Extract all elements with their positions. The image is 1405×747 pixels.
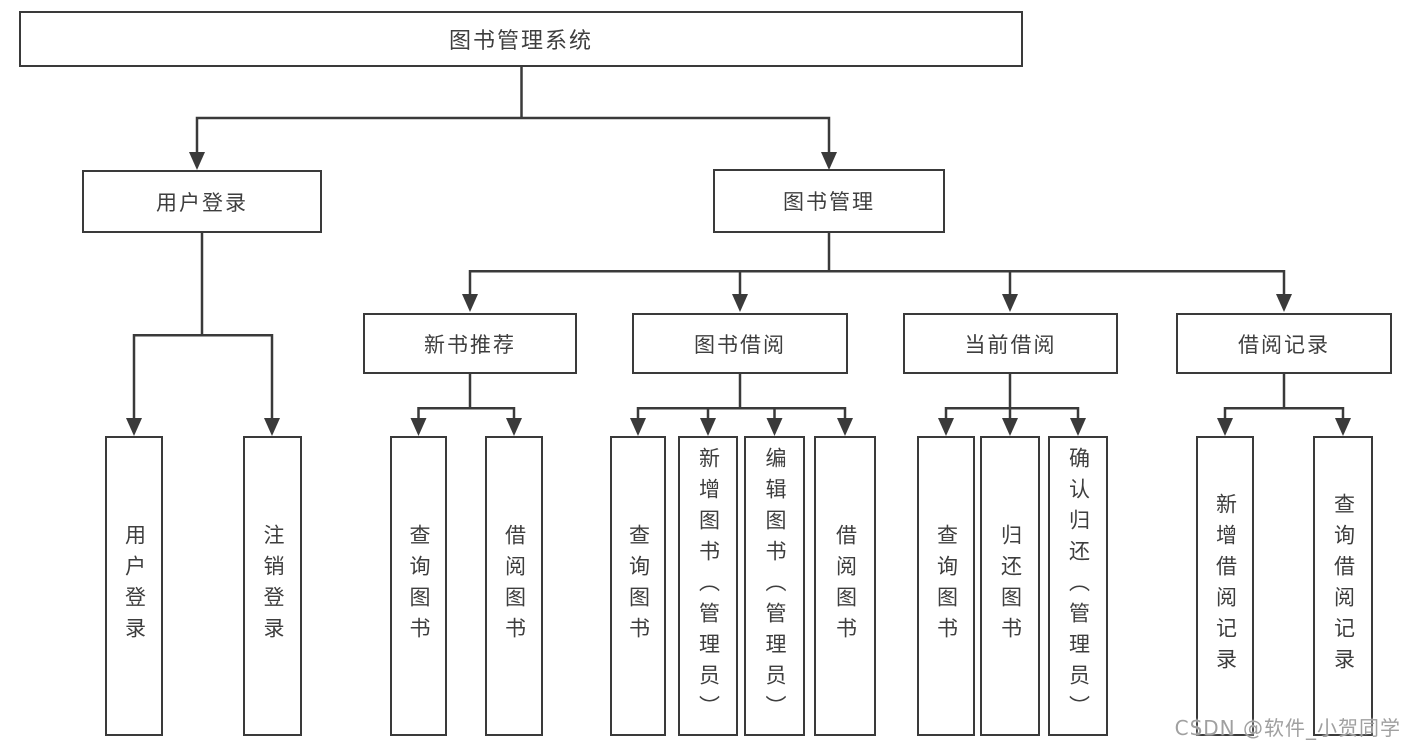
arrow-down-icon <box>821 152 837 170</box>
node-leaf-edit-books-admin: 编辑图书（管理员） <box>744 436 805 736</box>
arrow-down-icon <box>264 418 280 436</box>
node-new-book-recommendation: 新书推荐 <box>363 313 577 374</box>
arrow-down-icon <box>630 418 646 436</box>
node-book-management-module: 图书管理 <box>713 169 945 233</box>
arrow-down-icon <box>1002 294 1018 312</box>
node-leaf-query-books: 查询图书 <box>917 436 975 736</box>
node-label: 归还图书 <box>998 524 1023 648</box>
arrow-down-icon <box>506 418 522 436</box>
node-leaf-query-books: 查询图书 <box>610 436 666 736</box>
node-label: 新增图书（管理员） <box>696 446 721 726</box>
node-library-management-system: 图书管理系统 <box>19 11 1023 67</box>
connector-borrow-to-leaves <box>636 374 847 420</box>
arrow-down-icon <box>700 418 716 436</box>
arrow-down-icon <box>1276 294 1292 312</box>
arrow-down-icon <box>732 294 748 312</box>
connector-root-to-level2 <box>195 67 831 153</box>
node-book-borrowing: 图书借阅 <box>632 313 848 374</box>
connector-book-mgmt-to-level3 <box>468 233 1286 295</box>
node-leaf-return-books: 归还图书 <box>980 436 1040 736</box>
node-label: 借阅图书 <box>502 524 527 648</box>
arrow-down-icon <box>410 418 427 436</box>
node-user-login-module: 用户登录 <box>82 170 322 233</box>
arrow-down-icon <box>189 152 205 170</box>
arrow-down-icon <box>1217 418 1233 436</box>
node-leaf-confirm-return-admin: 确认归还（管理员） <box>1048 436 1108 736</box>
node-leaf-borrow-books: 借阅图书 <box>485 436 543 736</box>
arrow-down-icon <box>1335 418 1351 436</box>
csdn-watermark: CSDN @软件_小贺同学 <box>1174 716 1401 740</box>
arrow-down-icon <box>1002 418 1018 436</box>
node-label: 查询图书 <box>407 524 431 648</box>
node-label: 编辑图书（管理员） <box>763 446 787 726</box>
node-current-borrowing: 当前借阅 <box>903 313 1118 374</box>
node-borrowing-records: 借阅记录 <box>1176 313 1392 374</box>
node-label: 注销登录 <box>261 524 285 648</box>
node-label: 查询图书 <box>934 524 959 648</box>
node-label: 借阅记录 <box>1238 332 1330 357</box>
node-leaf-borrow-books: 借阅图书 <box>814 436 876 736</box>
connector-user-login-to-leaves <box>132 233 274 419</box>
node-label: 用户登录 <box>156 190 248 215</box>
node-label: 用户登录 <box>122 524 147 648</box>
node-leaf-user-login: 用户登录 <box>105 436 163 736</box>
arrow-down-icon <box>938 418 954 436</box>
node-leaf-query-books: 查询图书 <box>390 436 447 736</box>
node-label: 图书借阅 <box>694 332 786 357</box>
connector-current-to-leaves <box>944 374 1080 420</box>
node-leaf-query-borrow-record: 查询借阅记录 <box>1313 436 1373 736</box>
connector-new-rec-to-leaves <box>417 374 516 420</box>
node-leaf-logout: 注销登录 <box>243 436 302 736</box>
node-label: 新增借阅记录 <box>1213 493 1238 679</box>
connector-records-to-leaves <box>1223 374 1345 420</box>
node-label: 当前借阅 <box>964 332 1057 357</box>
arrow-down-icon <box>766 418 783 436</box>
arrow-down-icon <box>1070 418 1086 436</box>
node-label: 确认归还（管理员） <box>1066 446 1091 726</box>
node-leaf-add-books-admin: 新增图书（管理员） <box>678 436 738 736</box>
node-label: 图书管理 <box>783 190 875 214</box>
node-label: 图书管理系统 <box>448 29 593 54</box>
arrow-down-icon <box>837 418 853 436</box>
arrow-down-icon <box>126 418 142 436</box>
node-label: 新书推荐 <box>424 332 516 357</box>
arrow-down-icon <box>462 294 478 312</box>
node-label: 查询图书 <box>626 524 651 648</box>
node-label: 借阅图书 <box>833 524 858 648</box>
node-leaf-add-borrow-record: 新增借阅记录 <box>1196 436 1254 736</box>
node-label: 查询借阅记录 <box>1331 493 1356 679</box>
